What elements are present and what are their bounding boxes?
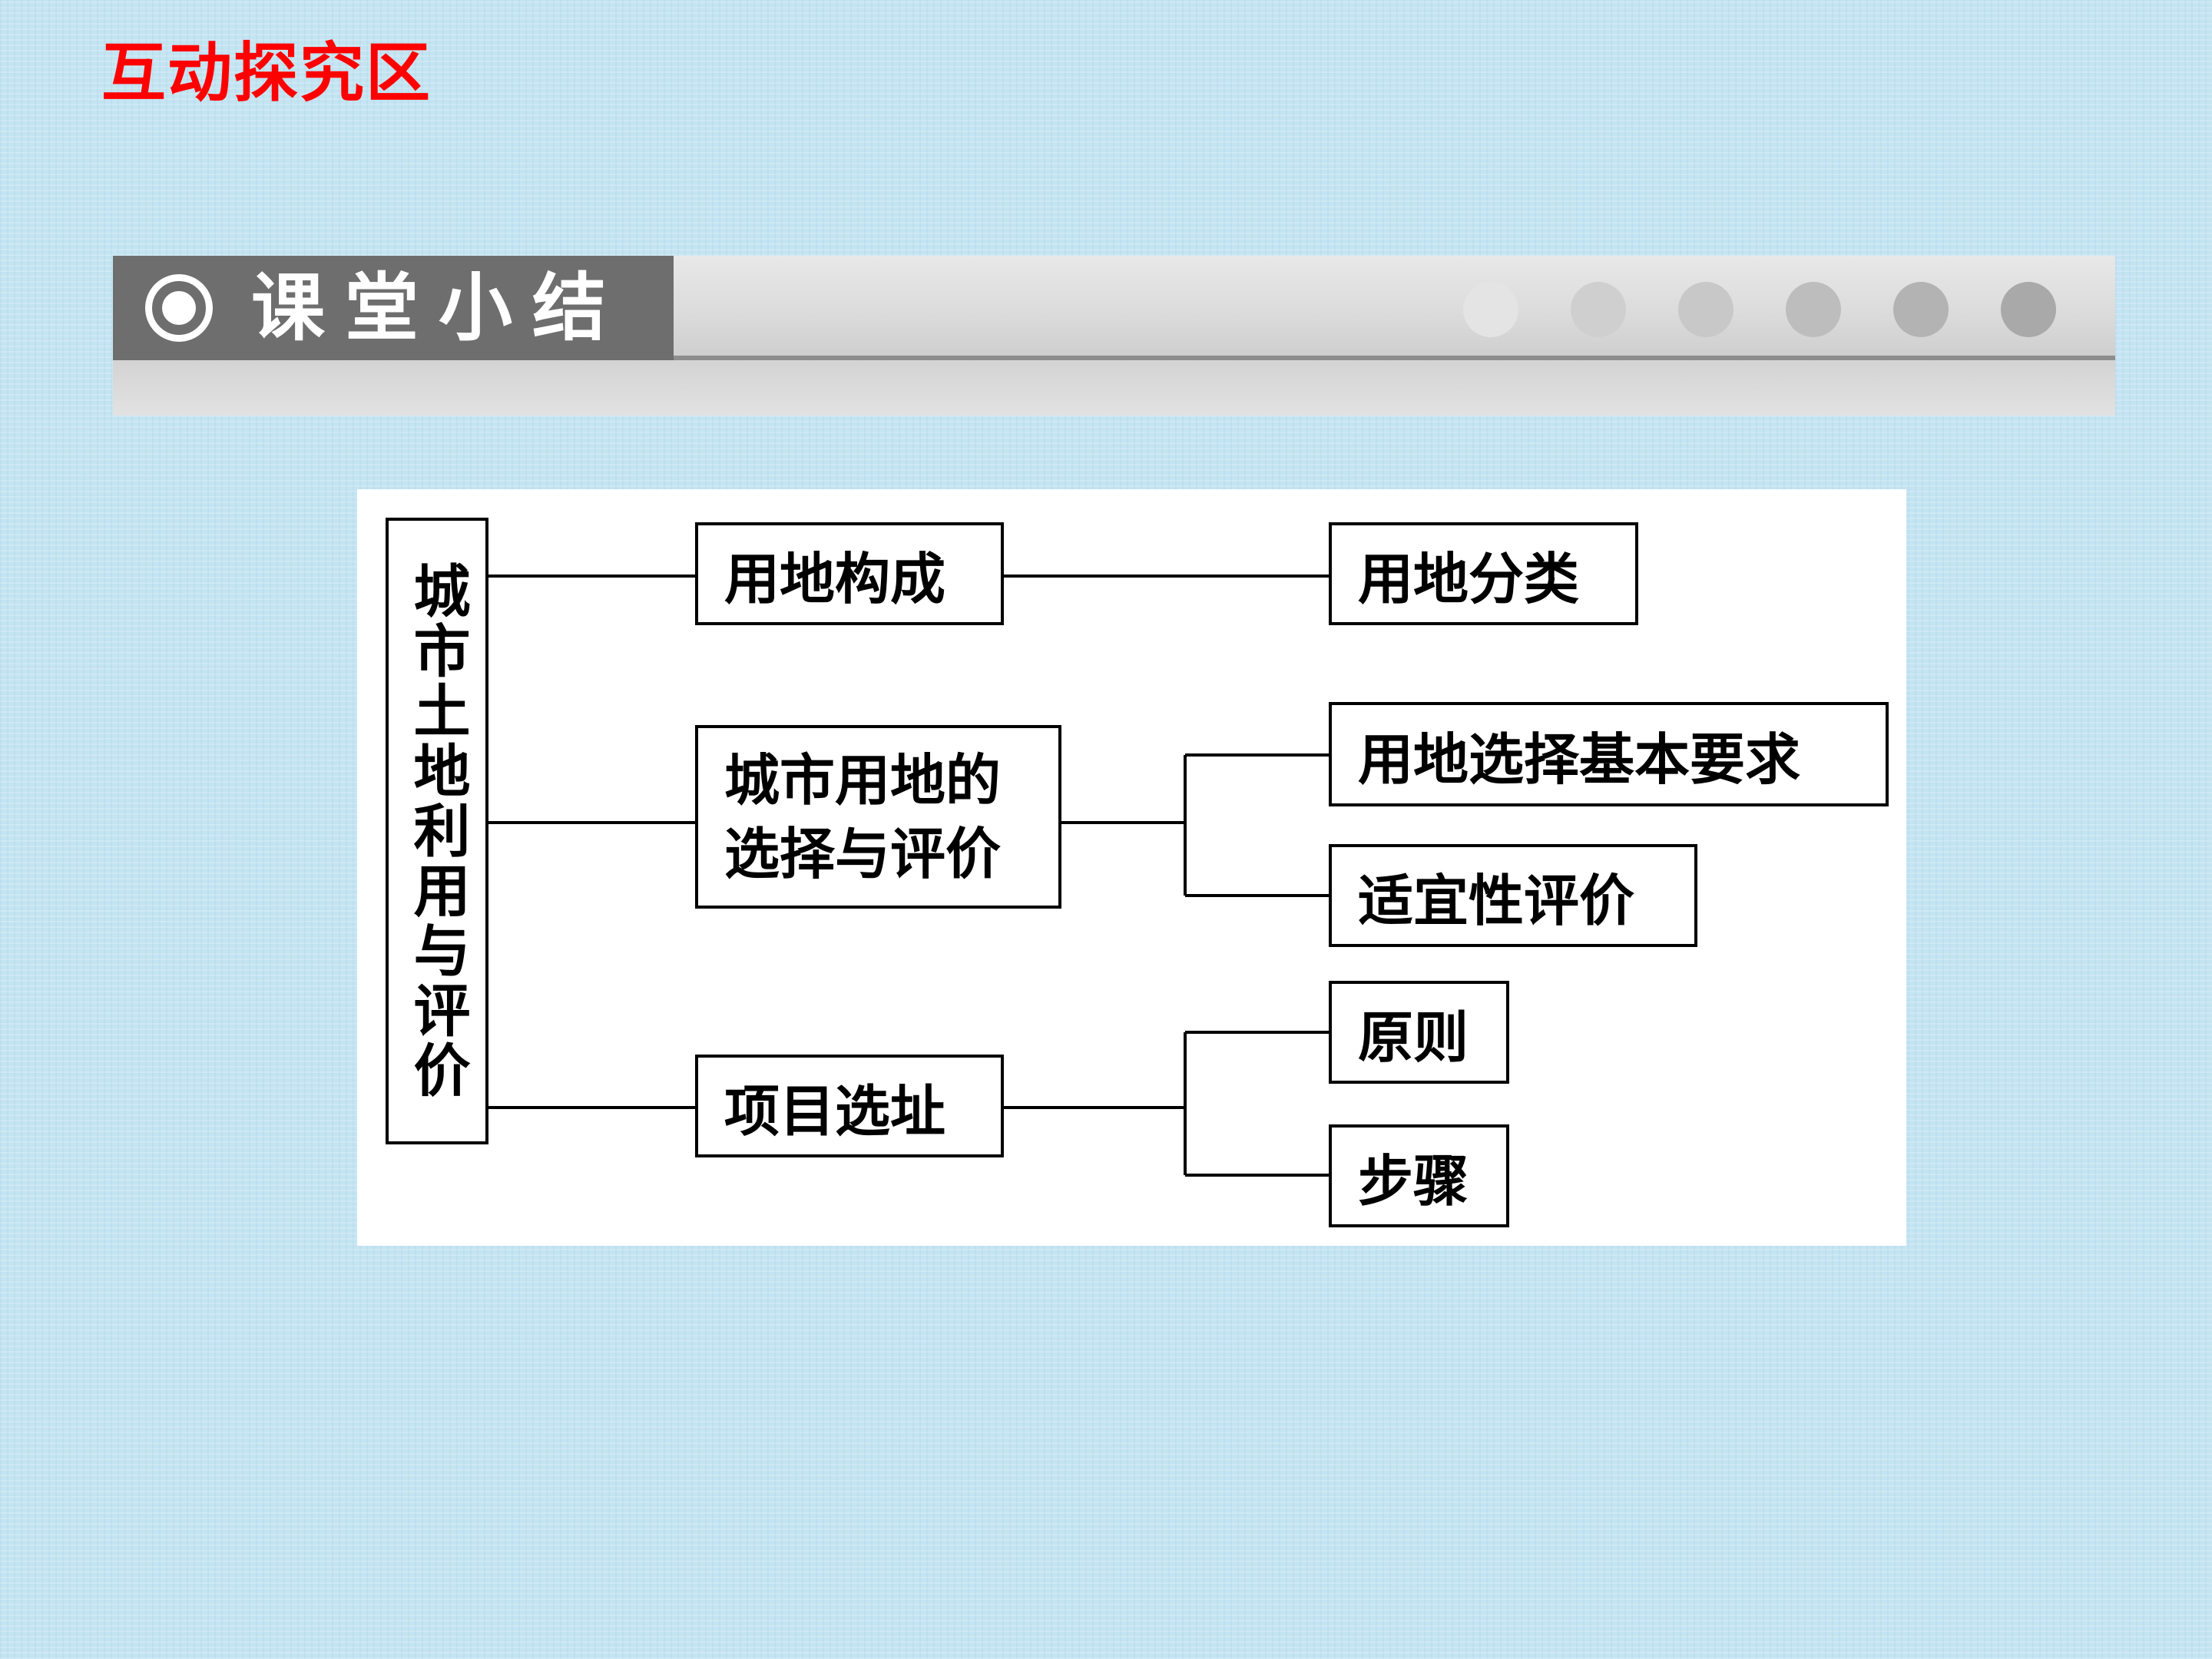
decorative-dot-icon [1786, 282, 1841, 337]
section-label: 互动探究区 [101, 35, 432, 111]
decorative-dot-icon [1571, 282, 1626, 337]
banner-lower-band [113, 360, 2115, 416]
banner-title: 课堂小结 [251, 265, 626, 351]
leaf-node-label: 适宜性评价 [1358, 867, 1635, 933]
branch-node-label: 项目选址 [724, 1078, 946, 1144]
branch-node-land-selection-evaluation: 城市用地的选择与评价 [695, 725, 1061, 909]
branch-node-label: 城市用地的选择与评价 [724, 747, 1002, 886]
branch-node-project-siting: 项目选址 [695, 1055, 1004, 1157]
lesson-summary-banner: 课堂小结 [113, 256, 2115, 416]
leaf-node-land-classification: 用地分类 [1329, 522, 1638, 625]
leaf-node-suitability-evaluation: 适宜性评价 [1329, 844, 1697, 947]
leaf-node-basic-requirements: 用地选择基本要求 [1329, 702, 1889, 806]
branch-node-land-composition: 用地构成 [695, 522, 1004, 625]
leaf-node-label: 步骤 [1358, 1147, 1469, 1214]
root-node: 城市土地利用与评价 [386, 518, 488, 1144]
concept-map: 城市土地利用与评价 用地构成 城市用地的选择与评价 项目选址 用地分类 用地选择… [357, 489, 1906, 1246]
decorative-dot-icon [1893, 282, 1949, 337]
leaf-node-label: 用地选择基本要求 [1358, 726, 1801, 792]
root-node-label: 城市土地利用与评价 [404, 561, 470, 1101]
leaf-node-label: 用地分类 [1358, 545, 1580, 611]
leaf-node-steps: 步骤 [1329, 1124, 1509, 1227]
decorative-dot-icon [1463, 282, 1518, 337]
decorative-dot-icon [2001, 282, 2056, 337]
banner-divider [674, 356, 2115, 360]
leaf-node-label: 原则 [1358, 1004, 1469, 1070]
decorative-dot-icon [1678, 282, 1734, 337]
connector-lines [488, 575, 1329, 1177]
leaf-node-principles: 原则 [1329, 981, 1509, 1084]
target-circle-icon [145, 274, 213, 342]
banner-title-tab: 课堂小结 [113, 256, 674, 360]
branch-node-label: 用地构成 [724, 545, 946, 611]
